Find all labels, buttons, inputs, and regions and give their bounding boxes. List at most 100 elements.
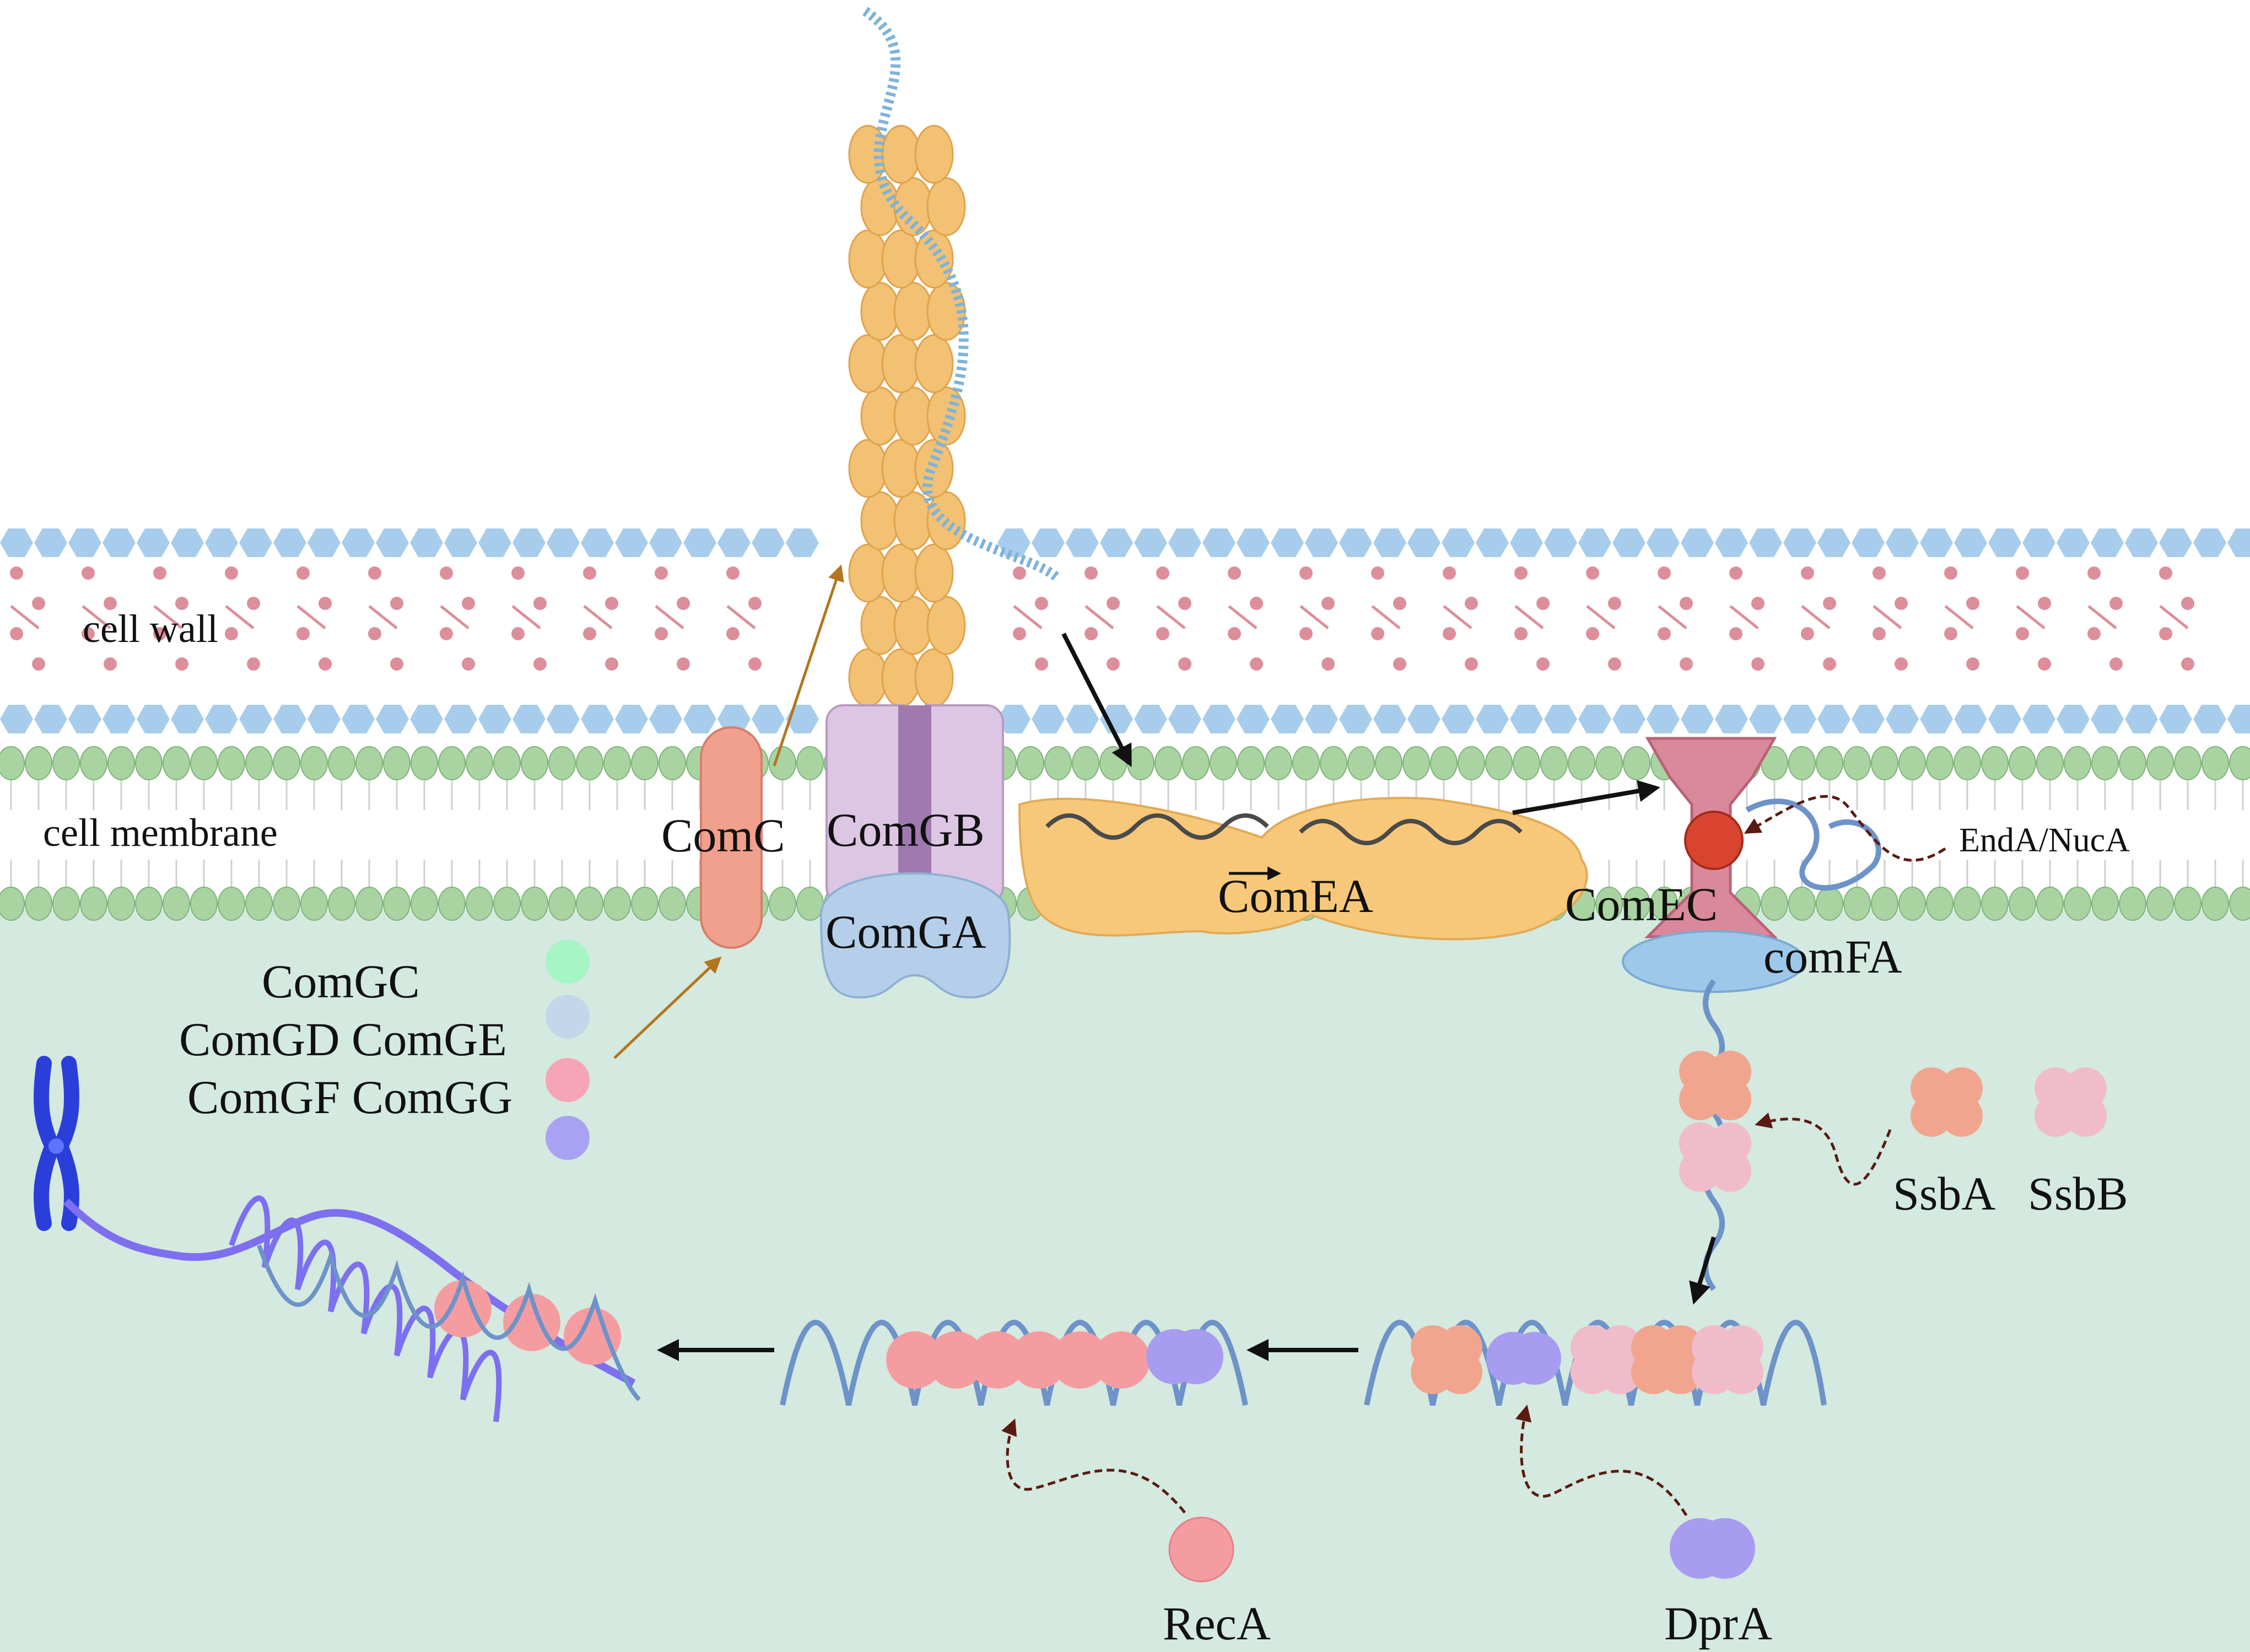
crosslink-dot	[1536, 597, 1550, 610]
crosslink-dot	[1801, 566, 1814, 580]
lipid-head-outer	[245, 746, 273, 780]
peptidoglycan-unit	[2227, 528, 2250, 557]
comfa-protein	[1622, 930, 1806, 993]
arrow-nuclease	[1744, 795, 1946, 862]
pilin-subunit	[860, 282, 900, 341]
peptidoglycan-unit	[2125, 705, 2158, 733]
peptidoglycan-unit	[1407, 528, 1440, 557]
ssba-free	[1911, 1067, 1983, 1137]
comgc-pilus	[848, 125, 966, 708]
genomic-dna-coil	[229, 1195, 502, 1422]
lipid-head-outer	[1788, 746, 1816, 780]
crosslink-dot	[153, 566, 166, 580]
lipid-head-outer	[163, 746, 190, 780]
comfa-label: comFA	[1763, 930, 1902, 983]
crosslink-dot	[2016, 627, 2029, 640]
peptidoglycan-unit	[615, 705, 648, 733]
pilin-subunit	[860, 596, 900, 655]
crosslink-dot	[677, 657, 690, 671]
crosslink-dot	[655, 627, 668, 640]
peptidoglycan-unit	[1920, 705, 1953, 733]
lipid-head-inner	[80, 887, 107, 921]
peptidoglycan-unit	[307, 528, 341, 557]
lipid-head-outer	[1568, 746, 1595, 780]
peptidoglycan-unit	[342, 705, 375, 733]
peptidoglycan-unit	[273, 528, 306, 557]
lipid-head-outer	[2119, 746, 2146, 780]
crosslink-bond	[2159, 605, 2189, 629]
peptidoglycan-unit	[752, 705, 785, 733]
pilin-subunit	[848, 229, 888, 289]
lipid-head-inner	[466, 887, 493, 921]
comea-protein	[1018, 797, 1588, 941]
peptidoglycan-unit	[1749, 528, 1782, 557]
pilin-subunit	[914, 439, 954, 498]
lipid-head-outer	[135, 746, 163, 780]
lipid-head-inner	[2036, 887, 2064, 921]
crosslink-dot	[82, 627, 95, 640]
lipid-head-outer	[1127, 746, 1154, 780]
lipid-head-inner	[218, 887, 245, 921]
peptidoglycan-unit	[1032, 705, 1065, 733]
lipid-head-outer	[576, 746, 603, 780]
crosslink-dot	[1514, 627, 1528, 640]
crosslink-dot	[1608, 597, 1621, 610]
lipid-head-inner	[2119, 887, 2146, 921]
lipid-head-outer	[769, 746, 796, 780]
crosslink-dot	[1228, 627, 1241, 640]
lipid-head-inner	[1761, 887, 1788, 921]
peptidoglycan-unit	[512, 528, 546, 557]
peptidoglycan-unit	[786, 705, 819, 733]
crosslink-dot	[390, 657, 403, 671]
lipid-head-inner	[163, 887, 190, 921]
lipid-head-inner	[576, 887, 603, 921]
lipid-head-inner	[107, 887, 135, 921]
peptidoglycan-unit	[1852, 528, 1885, 557]
crosslink-dot	[1013, 627, 1026, 640]
lipid-head-outer	[1154, 746, 1182, 780]
pilin-subunit	[848, 439, 888, 498]
crosslink-dot	[1178, 597, 1191, 610]
lipid-head-inner	[355, 887, 383, 921]
crosslink-dot	[296, 566, 310, 580]
pilin-subunit	[848, 334, 888, 393]
crosslink-bond	[1514, 605, 1544, 629]
ssba-label: SsbA	[1893, 1167, 1995, 1220]
crosslink-dot	[1443, 566, 1456, 580]
comea-bound-dna	[1045, 813, 1523, 845]
pilin-subunit	[881, 543, 921, 603]
crosslink-dot	[748, 597, 762, 610]
crosslink-dot	[2181, 657, 2194, 671]
dpra-label: DprA	[1664, 1597, 1772, 1650]
crosslink-dot	[319, 657, 332, 671]
crosslink-dot	[1586, 566, 1599, 580]
peptidoglycan-unit	[1305, 528, 1338, 557]
crosslink-bond	[1443, 605, 1472, 629]
crosslink-dot	[533, 597, 547, 610]
crosslink-dot	[462, 657, 475, 671]
peptidoglycan-unit	[1852, 705, 1885, 733]
lipid-head-inner	[383, 887, 411, 921]
peptidoglycan-unit	[786, 528, 819, 557]
comga-label: ComGA	[825, 905, 986, 958]
lipid-head-outer	[659, 746, 686, 780]
peptidoglycan-unit	[547, 528, 580, 557]
lipid-head-outer	[1458, 746, 1485, 780]
crosslink-dot	[1371, 627, 1384, 640]
lipid-head-outer	[2174, 746, 2202, 780]
comea-label: ComEA	[1218, 870, 1373, 922]
peptidoglycan-unit	[2193, 528, 2226, 557]
peptidoglycan-unit	[683, 528, 716, 557]
lipid-head-inner	[273, 887, 300, 921]
peptidoglycan-unit	[997, 705, 1030, 733]
lipid-head-inner	[1981, 887, 2009, 921]
pilin-subunit	[881, 648, 921, 708]
lipid-head-inner	[1595, 887, 1623, 921]
peptidoglycan-unit	[1271, 528, 1304, 557]
crosslink-dot	[104, 657, 117, 671]
arrow-dna-to-comea	[1061, 633, 1132, 768]
peptidoglycan-unit	[1817, 528, 1850, 557]
crosslink-dot	[2109, 657, 2123, 671]
crosslink-dot	[533, 657, 547, 671]
legend-swatch-comgf-comgg	[546, 1058, 590, 1102]
